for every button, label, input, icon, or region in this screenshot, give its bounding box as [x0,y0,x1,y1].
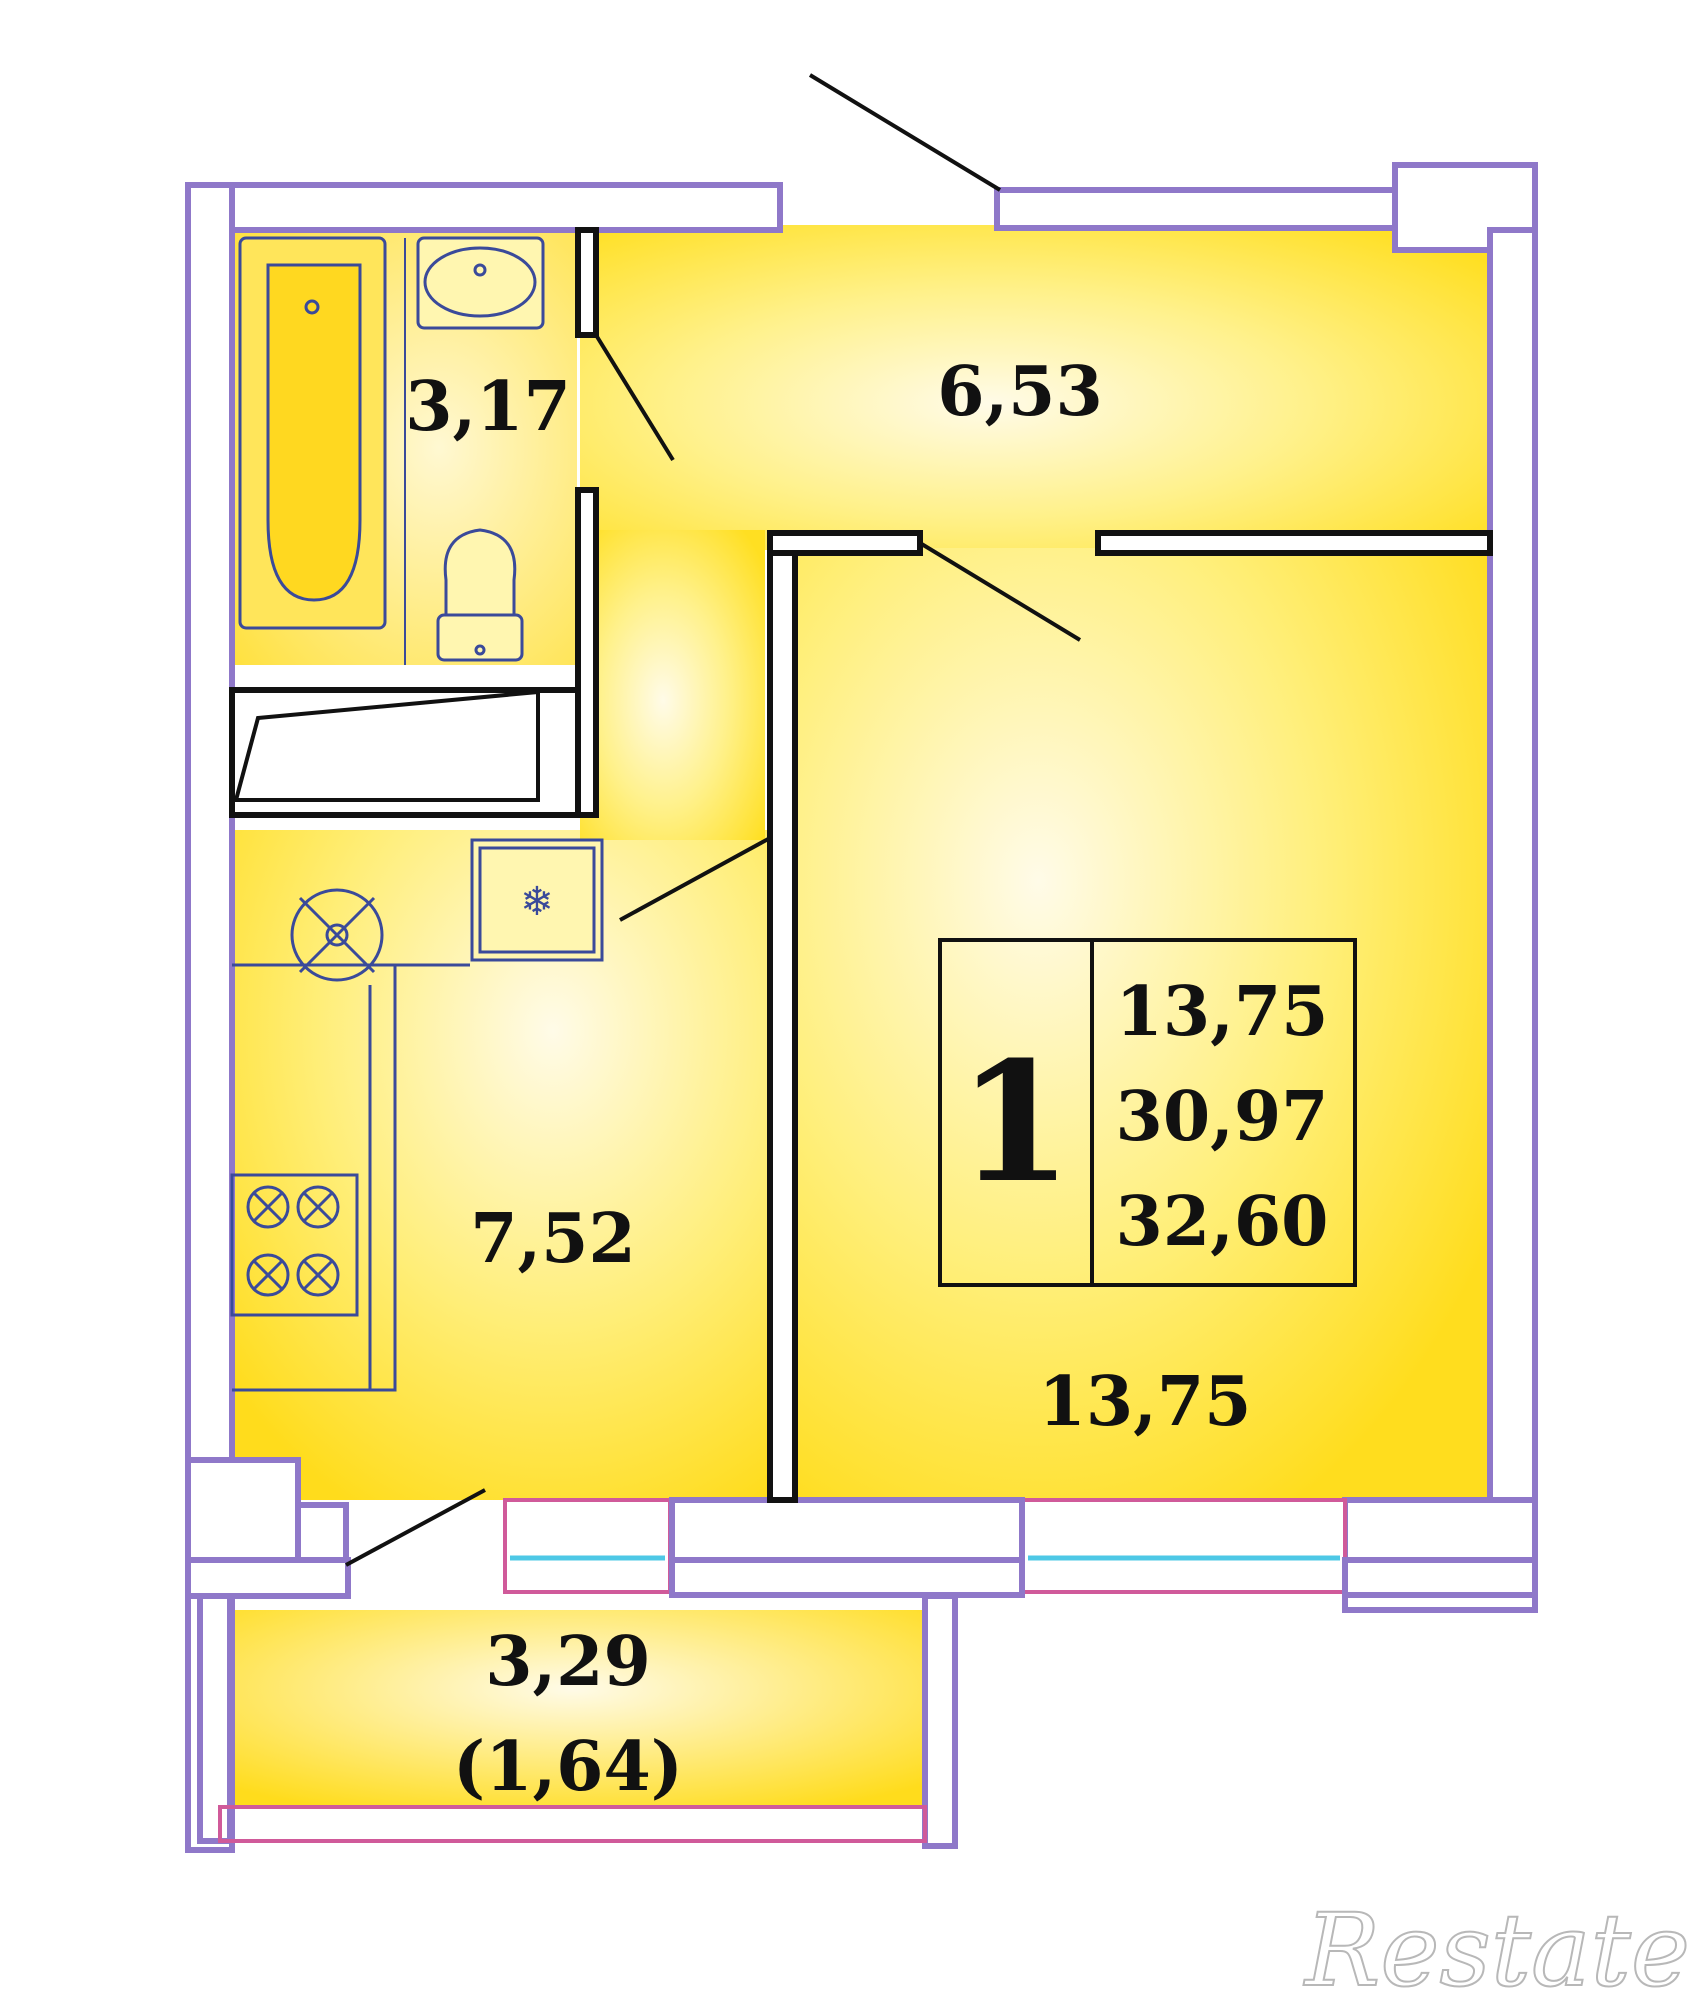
hallway-area-label: 6,53 [937,352,1103,432]
windows [503,1497,1538,1598]
stove [230,1173,359,1317]
bathroom-area-label: 3,17 [405,367,571,447]
sink [416,236,545,330]
living-area-value: 13,75 [1116,972,1329,1052]
watermark-logo: Restate [1303,1892,1690,2000]
kitchen-counter [232,963,470,1392]
rooms-count: 1 [958,1025,1073,1219]
kitchen-area-label: 7,52 [470,1199,636,1279]
toilet [436,528,524,662]
door-swings [345,73,1082,1567]
balcony-floor [220,1610,925,1807]
hallway-floor [580,225,1490,550]
balcony-area-label: 3,29 [485,1622,651,1702]
boiler [290,888,384,982]
refrigerator: ❄ [470,838,604,962]
living-room-floor [795,548,1490,1500]
outer-walls [185,162,1538,1853]
balcony-reduced-area-label: (1,64) [453,1727,683,1807]
summary-box: 1 13,75 30,97 32,60 [938,938,1357,1287]
total-area-value: 32,60 [1116,1182,1329,1262]
bathtub [238,236,387,630]
total-area-no-balcony-value: 30,97 [1116,1077,1329,1157]
living-room-area-label: 13,75 [1039,1362,1252,1442]
svg-text:❄: ❄ [520,879,554,925]
ventilation-duct [233,689,540,802]
corridor-floor [580,530,765,840]
balcony-parapet [218,1805,927,1843]
